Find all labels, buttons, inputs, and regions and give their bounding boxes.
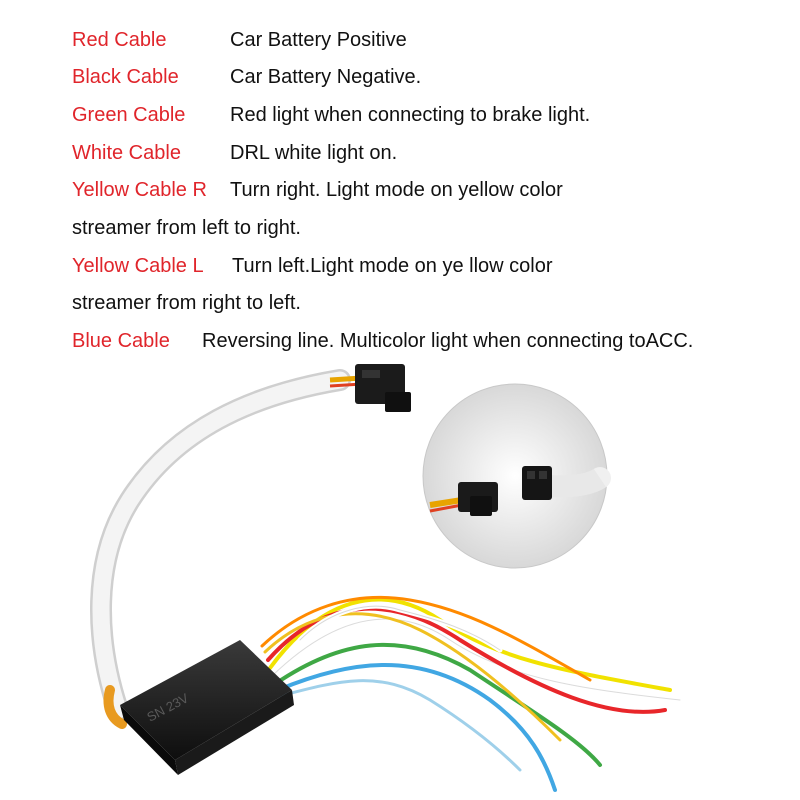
control-module: SN 23V bbox=[120, 640, 294, 775]
green-cable-desc: Red light when connecting to brake light… bbox=[230, 104, 591, 126]
loose-wires bbox=[260, 595, 682, 792]
black-cable-label: Black Cable bbox=[72, 66, 179, 88]
red-cable-label: Red Cable bbox=[72, 29, 167, 51]
product-illustration: SN 23V bbox=[90, 364, 682, 792]
yellow-cable-l-desc-cont: streamer from right to left. bbox=[72, 292, 301, 314]
white-cable-label: White Cable bbox=[72, 142, 181, 164]
white-main-cable bbox=[90, 369, 351, 729]
yellow-cable-l-desc: Turn left.Light mode on ye llow color bbox=[232, 255, 553, 277]
green-cable-label: Green Cable bbox=[72, 104, 186, 126]
blue-cable-desc: Reversing line. Multicolor light when co… bbox=[202, 330, 694, 352]
blue-cable-label: Blue Cable bbox=[72, 330, 170, 352]
connector-closeup-circle bbox=[422, 383, 611, 569]
white-cable-desc: DRL white light on. bbox=[230, 142, 398, 164]
yellow-cable-r-desc-cont: streamer from left to right. bbox=[72, 217, 301, 239]
top-connector bbox=[329, 364, 411, 412]
yellow-cable-r-label: Yellow Cable R bbox=[72, 179, 207, 201]
yellow-cable-r-desc: Turn right. Light mode on yellow color bbox=[230, 179, 563, 201]
red-cable-desc: Car Battery Positive bbox=[230, 29, 407, 51]
black-cable-desc: Car Battery Negative. bbox=[230, 66, 422, 88]
female-connector-icon bbox=[522, 466, 552, 500]
yellow-cable-l-label: Yellow Cable L bbox=[72, 255, 204, 277]
